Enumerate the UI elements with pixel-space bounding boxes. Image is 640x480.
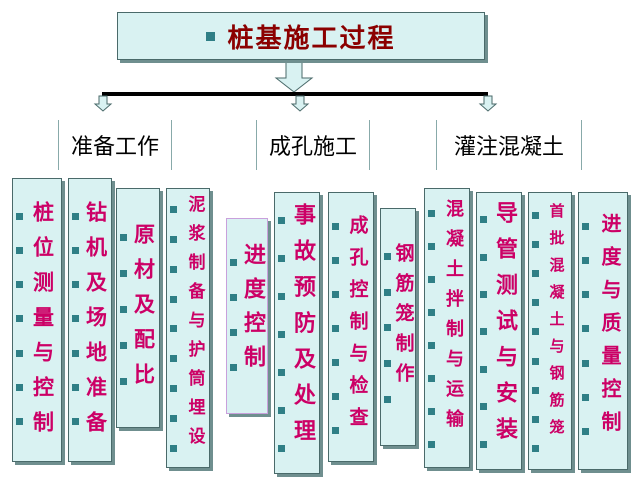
column-progress: 进度控制 (226, 218, 268, 414)
title-box: 桩基施工过程 (117, 12, 485, 60)
column-label: 泥浆制备与护筒埋设 (184, 195, 205, 456)
category-label: 成孔施工 (268, 135, 357, 160)
column-label: 钻机及场地准备 (83, 201, 109, 446)
column-accident: 事故预防及处理 (274, 192, 320, 474)
main-down-arrow (274, 61, 314, 93)
column-label: 成孔控制与检查 (346, 215, 369, 439)
column-rig-prep: 钻机及场地准备 (68, 178, 112, 462)
branch-arrow-right (478, 95, 498, 112)
branch-bar (102, 92, 488, 96)
column-label: 钢筋笼制作 (392, 243, 415, 393)
column-pipe-test: 导管测试与安装 (476, 192, 522, 470)
column-label: 进度控制 (240, 243, 266, 379)
column-materials: 原材及配比 (116, 188, 160, 428)
column-label: 事故预防及处理 (290, 203, 316, 455)
category-concrete: 灌注混凝土 (436, 120, 582, 170)
column-label: 原材及配比 (131, 223, 157, 398)
category-hole: 成孔施工 (256, 120, 370, 170)
category-label: 准备工作 (70, 135, 159, 160)
column-first-pour: 首批混凝土与钢筋笼 (528, 192, 572, 470)
column-concrete-mix: 混凝土拌制与运输 (424, 188, 470, 468)
branch-arrow-middle (290, 95, 310, 112)
column-label: 首批混凝土与钢筋笼 (547, 203, 566, 446)
title-bullet-icon (206, 31, 216, 41)
column-pile-position: 桩位测量与控制 (12, 178, 62, 462)
column-hole-check: 成孔控制与检查 (328, 192, 374, 462)
column-label: 导管测试与安装 (492, 201, 518, 453)
column-label: 进度与质量控制 (598, 213, 622, 444)
column-mud-casing: 泥浆制备与护筒埋设 (166, 188, 210, 468)
column-label: 混凝土拌制与运输 (443, 199, 464, 439)
column-rebar-cage: 钢筋笼制作 (380, 208, 416, 446)
column-progress-quality: 进度与质量控制 (578, 192, 628, 470)
branch-arrow-left (93, 95, 113, 112)
diagram-title: 桩基施工过程 (227, 23, 396, 54)
category-label: 灌注混凝土 (453, 135, 564, 160)
column-label: 桩位测量与控制 (30, 201, 56, 446)
category-prep: 准备工作 (58, 120, 172, 170)
